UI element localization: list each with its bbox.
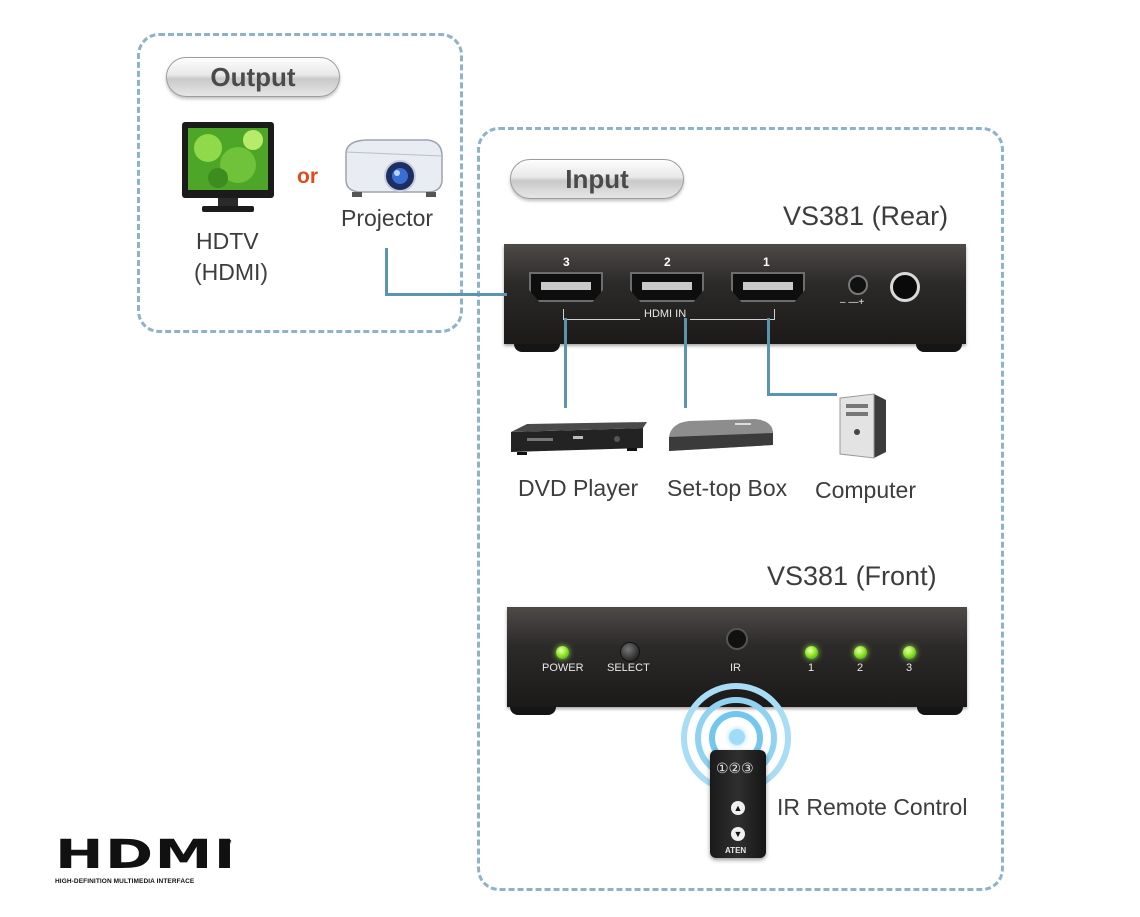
remote-down-button[interactable]: ▼ <box>731 827 745 841</box>
select-button[interactable] <box>620 642 640 662</box>
computer-icon <box>836 388 890 460</box>
ir-remote-label: IR Remote Control <box>777 794 968 820</box>
power-jack-icon <box>848 275 868 295</box>
front-foot-left <box>510 707 556 715</box>
remote-port-buttons[interactable]: ①②③ <box>716 760 754 776</box>
output-group <box>137 33 463 333</box>
dvd-connector <box>564 318 567 408</box>
rear-title: VS381 (Rear) <box>783 201 949 231</box>
port-3-led <box>903 646 916 659</box>
remote-ir-emitter-icon <box>729 729 745 745</box>
hdmi-logo-tm: ™ <box>223 838 232 848</box>
hdmi-port-1 <box>731 272 805 302</box>
port-1-led <box>805 646 818 659</box>
port-number-2: 2 <box>664 255 671 269</box>
or-label: or <box>297 165 318 188</box>
hdtv-icon <box>178 120 278 220</box>
ir-label: IR <box>730 662 741 674</box>
rear-foot-right <box>916 344 962 352</box>
front-foot-right <box>917 707 963 715</box>
hdmi-logo-wordmark: HDMI <box>55 832 237 878</box>
set-top-box-label: Set-top Box <box>667 475 788 501</box>
port-number-1: 1 <box>763 255 770 269</box>
remote-brand: ATEN <box>725 846 747 855</box>
led-1-label: 1 <box>808 662 815 674</box>
front-title: VS381 (Front) <box>767 561 937 591</box>
hdmi-logo-tagline: HIGH-DEFINITION MULTIMEDIA INTERFACE <box>55 878 195 885</box>
port-2-led <box>854 646 867 659</box>
hdtv-label: HDTV <box>196 228 259 254</box>
dvd-player-label: DVD Player <box>518 475 639 501</box>
port-number-3: 3 <box>563 255 570 269</box>
hdmi-in-label: HDMI IN <box>640 308 691 320</box>
computer-connector-vertical <box>767 318 770 395</box>
led-3-label: 3 <box>906 662 913 674</box>
power-label: POWER <box>542 662 584 674</box>
hdmi-logo: HDMI ™ HIGH-DEFINITION MULTIMEDIA INTERF… <box>55 832 235 888</box>
dvd-player-icon <box>507 420 647 456</box>
ir-sensor-icon <box>726 628 748 650</box>
set-top-box-icon <box>665 415 777 455</box>
input-pill: Input <box>510 159 684 199</box>
hdmi-port-3 <box>529 272 603 302</box>
front-panel <box>507 607 967 707</box>
input-group <box>477 127 1004 891</box>
settop-connector <box>684 318 687 408</box>
rear-foot-left <box>514 344 560 352</box>
power-led <box>556 646 569 659</box>
computer-connector-horizontal <box>767 393 837 396</box>
output-connector-horizontal <box>385 293 507 296</box>
remote-up-button[interactable]: ▲ <box>731 801 745 815</box>
output-connector-vertical <box>385 248 388 296</box>
ir-extender-jack-icon <box>890 272 920 302</box>
computer-label: Computer <box>815 477 916 503</box>
select-label: SELECT <box>607 662 650 674</box>
hdmi-port-2 <box>630 272 704 302</box>
power-polarity-label: – —+ <box>840 297 865 308</box>
projector-icon <box>338 132 448 202</box>
led-2-label: 2 <box>857 662 864 674</box>
projector-label: Projector <box>341 205 434 231</box>
hdtv-sublabel: (HDMI) <box>194 259 269 285</box>
output-pill: Output <box>166 57 340 97</box>
